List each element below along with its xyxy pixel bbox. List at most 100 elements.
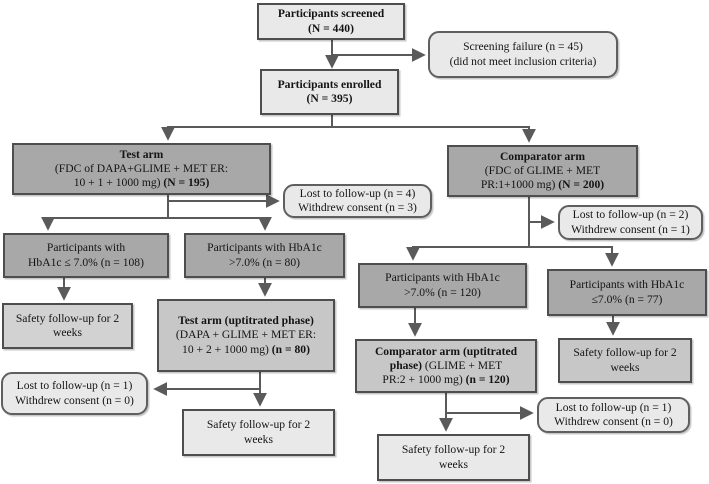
box-text: Lost to follow-up (n = 1): [555, 400, 672, 414]
comparator-arm-box: Comparator arm (FDC of GLIME + MET PR:1+…: [447, 145, 638, 197]
comparator-arm-uptitrated-box: Comparator arm (uptitrated phase) (GLIME…: [355, 339, 537, 393]
box-line: Lost to follow-up (n = 1): [6, 379, 143, 393]
box-line: HbA1c ≤ 7.0% (n = 108): [8, 256, 164, 270]
box-text: Withdrew consent (n = 3): [298, 201, 417, 214]
box-text: Lost to follow-up (n = 2): [572, 208, 689, 222]
box-text: Participants with HbA1c: [385, 271, 500, 285]
box-line: Comparator arm: [452, 150, 633, 164]
box-line: Screening failure (n = 45): [433, 40, 613, 54]
box-text: Withdrew consent (n = 0): [15, 393, 134, 407]
box-text: Lost to follow-up (n = 1): [16, 379, 133, 393]
lost-followup-test-box: Lost to follow-up (n = 4) Withdrew conse…: [283, 184, 432, 218]
box-line: phase) (GLIME + MET: [360, 359, 532, 373]
box-line: (N = 440): [262, 22, 400, 36]
test-arm-uptitrated-box: Test arm (uptitrated phase) (DAPA + GLIM…: [157, 299, 335, 372]
test-arm-box: Test arm (FDC of DAPA+GLIME + MET ER: 10…: [12, 143, 271, 195]
safety-followup-comparator-uptitrated-box: Safety follow-up for 2 weeks: [377, 434, 530, 481]
box-line: Withdrew consent (n = 0): [6, 394, 143, 408]
box-text: PR:1+1000 mg): [480, 178, 559, 192]
hba1c-gt7-n80-box: Participants with HbA1c >7.0% (n = 80): [184, 233, 345, 278]
safety-followup-n77-box: Safety follow-up for 2 weeks: [558, 338, 692, 383]
box-text: Safety follow-up for 2: [15, 311, 120, 325]
box-text: (FDC of DAPA+GLIME + MET ER:: [54, 161, 229, 175]
box-text: (n = 120): [465, 373, 510, 387]
box-line: 10 + 2 + 1000 mg) (n = 80): [162, 343, 330, 357]
box-text: Comparator arm (uptitrated: [374, 344, 518, 358]
box-text: (N = 395): [306, 92, 353, 105]
lost-followup-test-uptitrated-box: Lost to follow-up (n = 1) Withdrew conse…: [1, 372, 148, 415]
screening-failure-box: Screening failure (n = 45) (did not meet…: [428, 31, 618, 78]
box-text: (N = 200): [558, 178, 605, 192]
box-line: Safety follow-up for 2: [187, 418, 330, 432]
box-text: Comparator arm: [499, 149, 586, 163]
box-line: Test arm: [17, 148, 266, 162]
box-text: Screening failure (n = 45): [463, 40, 583, 54]
box-text: (did not meet inclusion criteria): [449, 54, 597, 68]
box-line: (did not meet inclusion criteria): [433, 55, 613, 69]
box-text: (GLIME + MET: [421, 358, 503, 372]
box-text: (N = 440): [308, 21, 354, 35]
box-line: weeks: [382, 458, 525, 472]
box-line: Participants enrolled: [265, 78, 394, 92]
box-line: (N = 395): [265, 92, 394, 106]
box-text: (N = 195): [163, 176, 210, 190]
box-text: weeks: [439, 457, 468, 471]
box-line: Lost to follow-up (n = 2): [563, 208, 698, 222]
screened-box: Participants screened (N = 440): [257, 3, 405, 40]
safety-followup-test-uptitrated-box: Safety follow-up for 2 weeks: [182, 409, 335, 456]
box-text: Safety follow-up for 2: [401, 443, 506, 457]
box-text: Test arm (uptitrated phase): [178, 314, 314, 328]
box-text: 10 + 2 + 1000 mg): [182, 342, 272, 356]
box-text: Lost to follow-up (n = 4): [299, 186, 416, 200]
box-line: Comparator arm (uptitrated: [360, 345, 532, 359]
hba1c-le7-n108-box: Participants with HbA1c ≤ 7.0% (n = 108): [3, 233, 169, 278]
box-text: Safety follow-up for 2: [573, 346, 677, 360]
box-line: >7.0% (n = 80): [189, 256, 340, 270]
box-text: weeks: [244, 432, 273, 446]
box-text: HbA1c ≤ 7.0% (n = 108): [28, 255, 144, 269]
box-line: Withdrew consent (n = 3): [288, 201, 427, 215]
box-text: (FDC of GLIME + MET: [484, 163, 601, 177]
box-line: Safety follow-up for 2: [382, 443, 525, 457]
box-text: 10 + 1 + 1000 mg): [73, 176, 164, 190]
box-line: Participants with: [8, 241, 164, 255]
box-line: (DAPA + GLIME + MET ER:: [162, 328, 330, 342]
safety-followup-n108-box: Safety follow-up for 2 weeks: [2, 303, 133, 349]
box-line: >7.0% (n = 120): [363, 286, 522, 300]
box-text: (DAPA + GLIME + MET ER:: [175, 328, 317, 342]
box-text: weeks: [610, 360, 640, 374]
box-text: weeks: [53, 326, 82, 339]
lost-followup-comparator-box: Lost to follow-up (n = 2) Withdrew conse…: [558, 205, 703, 240]
box-text: Participants screened: [277, 7, 385, 21]
box-line: Participants with HbA1c: [552, 278, 702, 292]
lost-followup-comparator-uptitrated-box: Lost to follow-up (n = 1) Withdrew conse…: [537, 397, 690, 433]
box-text: >7.0% (n = 120): [404, 285, 481, 299]
box-line: Lost to follow-up (n = 4): [288, 187, 427, 201]
box-line: Participants screened: [262, 7, 400, 21]
box-line: Test arm (uptitrated phase): [162, 314, 330, 328]
box-line: PR:2 + 1000 mg) (n = 120): [360, 373, 532, 387]
box-text: Withdrew consent (n = 0): [554, 415, 673, 428]
box-text: Participants with HbA1c: [207, 241, 322, 255]
box-text: ≤7.0% (n = 77): [591, 292, 663, 306]
box-line: Participants with HbA1c: [363, 271, 522, 285]
box-text: PR:2 + 1000 mg): [382, 373, 466, 387]
box-line: weeks: [187, 433, 330, 447]
box-text: Safety follow-up for 2: [206, 418, 311, 432]
box-line: Withdrew consent (n = 0): [542, 415, 685, 429]
box-line: weeks: [7, 326, 128, 340]
box-line: Safety follow-up for 2: [563, 346, 687, 360]
box-text: phase): [389, 358, 422, 372]
box-line: Lost to follow-up (n = 1): [542, 401, 685, 415]
box-line: ≤7.0% (n = 77): [552, 293, 702, 307]
hba1c-le7-n77-box: Participants with HbA1c ≤7.0% (n = 77): [547, 269, 707, 316]
box-line: Safety follow-up for 2: [7, 312, 128, 326]
box-text: (n = 80): [271, 342, 310, 356]
enrolled-box: Participants enrolled (N = 395): [260, 69, 399, 115]
hba1c-gt7-n120-box: Participants with HbA1c >7.0% (n = 120): [358, 263, 527, 308]
box-line: 10 + 1 + 1000 mg) (N = 195): [17, 176, 266, 190]
box-text: Participants enrolled: [277, 77, 382, 91]
box-text: Participants with HbA1c: [569, 278, 685, 292]
